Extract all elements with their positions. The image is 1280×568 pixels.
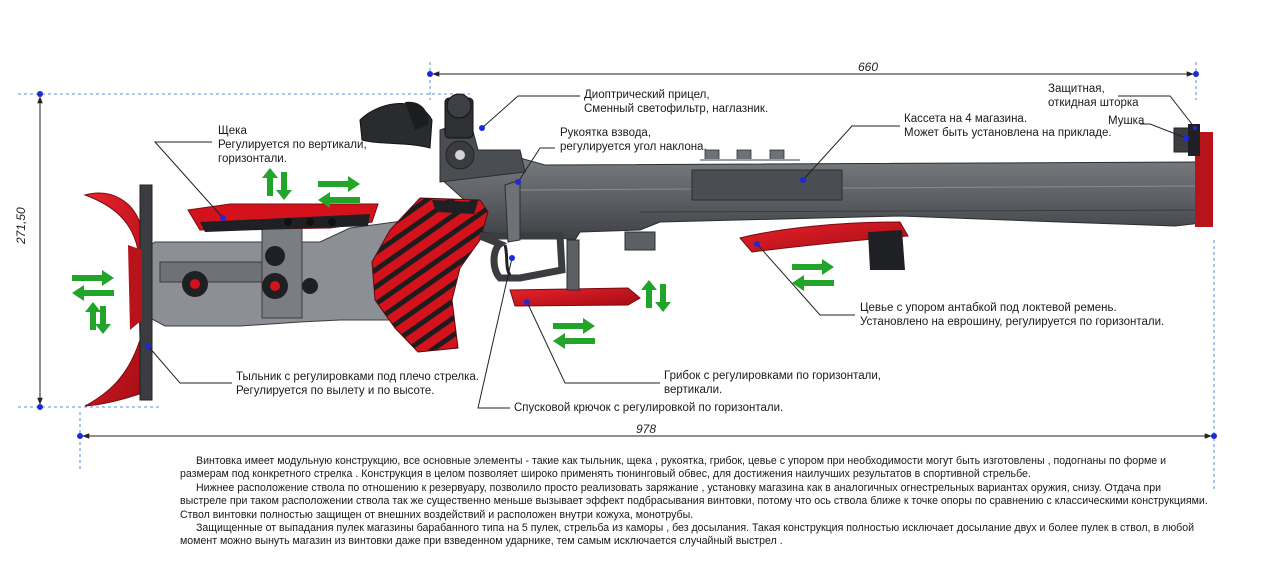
- label-front-sight: Мушка: [1108, 115, 1145, 127]
- callout-points: [145, 125, 1197, 349]
- description-paragraph-1: Винтовка имеет модульную конструкцию, вс…: [180, 455, 1167, 481]
- palm-rest: [509, 287, 641, 307]
- dimension-height: 271,50: [14, 207, 28, 244]
- label-palm-rest: Грибок с регулировками по горизонтали,ве…: [664, 370, 882, 396]
- dimension-lines: [37, 71, 1212, 439]
- pistol-grip: [371, 197, 489, 353]
- description-text: Винтовка имеет модульную конструкцию, вс…: [180, 455, 1210, 549]
- trigger-guard: [478, 232, 566, 282]
- rifle: [83, 93, 1213, 407]
- description-paragraph-2: Нижнее расположение ствола по отношению …: [180, 481, 1208, 521]
- label-sight: Диоптрический прицел,Сменный светофильтр…: [584, 89, 769, 115]
- forend-stop: [739, 221, 909, 253]
- label-cassette: Кассета на 4 магазина.Может быть установ…: [904, 113, 1112, 139]
- label-cocking-handle: Рукоятка взвода,регулируется угол наклон…: [560, 127, 707, 153]
- label-shutter: Защитная,откидная шторка: [1048, 83, 1139, 109]
- magazine-cassette: [691, 169, 843, 201]
- dimension-978: 978: [636, 422, 657, 436]
- dimension-endpoints: [37, 71, 1217, 439]
- dimension-660: 660: [858, 60, 879, 74]
- diopter-sight: [359, 93, 526, 183]
- dimension-guides: [18, 62, 1215, 490]
- leader-lines: [147, 95, 1196, 409]
- label-forend: Цевье с упором антабкой под локтевой рем…: [860, 302, 1165, 328]
- label-buttplate: Тыльник с регулировками под плечо стрелк…: [236, 371, 479, 397]
- label-trigger: Спусковой крючок с регулировкой по гориз…: [514, 402, 784, 414]
- adjustment-arrows: [72, 168, 834, 349]
- description-paragraph-3: Защищенные от выпадания пулек магазины б…: [180, 522, 1195, 548]
